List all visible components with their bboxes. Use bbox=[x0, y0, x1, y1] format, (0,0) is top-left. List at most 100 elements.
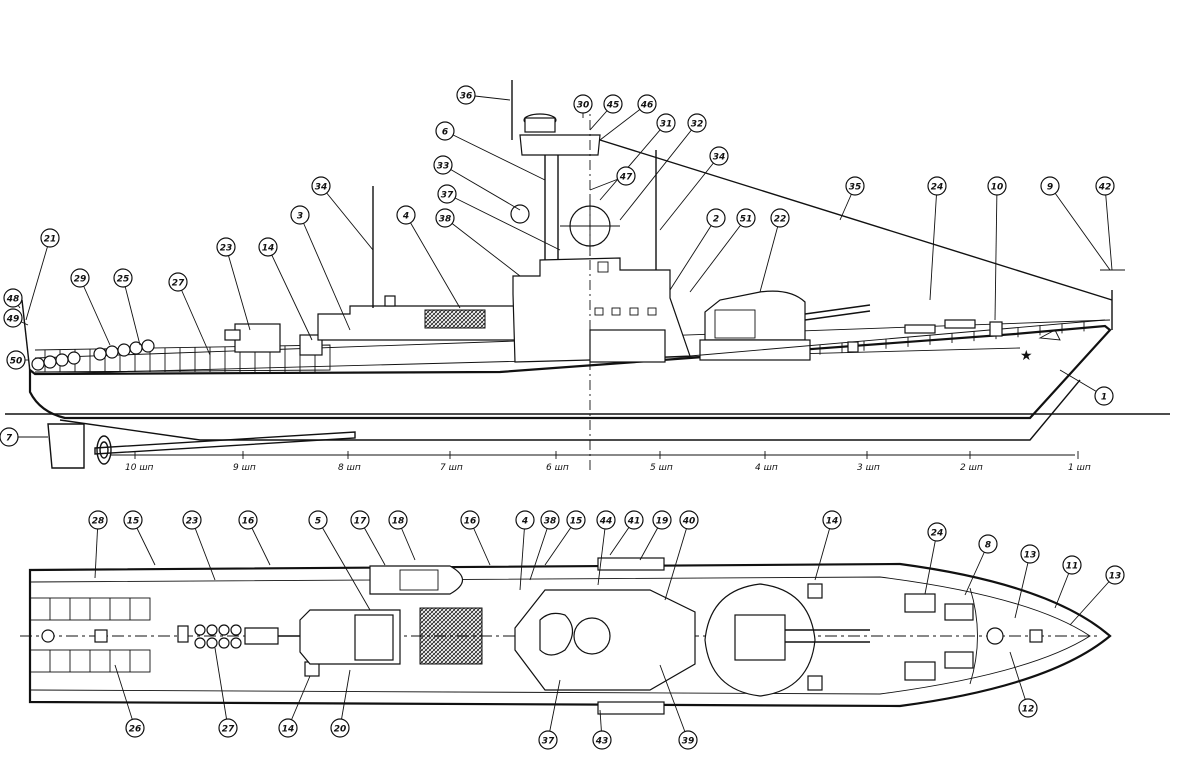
callout-number: 46 bbox=[640, 101, 654, 111]
deck-box bbox=[299, 334, 323, 356]
callout-number: 19 bbox=[656, 517, 669, 527]
callout-number: 44 bbox=[599, 517, 613, 527]
plan-view bbox=[20, 557, 1112, 715]
frame-label: 9 шп bbox=[233, 463, 256, 473]
callout: 51 bbox=[689, 208, 756, 293]
callout: 21 bbox=[25, 228, 60, 321]
callout-number: 10 bbox=[991, 183, 1004, 193]
callout: 1 bbox=[1059, 369, 1114, 406]
callout: 23 bbox=[182, 510, 216, 581]
callout: 34 bbox=[659, 146, 729, 231]
callout-number: 17 bbox=[354, 517, 367, 527]
aft-mount-plan bbox=[177, 625, 189, 643]
callout: 40 bbox=[664, 510, 699, 601]
callout-circle bbox=[6, 350, 26, 370]
callout: 41 bbox=[609, 510, 644, 556]
callout: 31 bbox=[599, 113, 676, 201]
callout-circle bbox=[679, 510, 699, 530]
callout-number: 2 bbox=[713, 215, 719, 225]
callout-circle bbox=[927, 176, 947, 196]
callout: 44 bbox=[596, 510, 616, 586]
callout-number: 14 bbox=[826, 517, 839, 527]
callout-circle bbox=[596, 510, 616, 530]
callout: 23 bbox=[216, 237, 251, 331]
callout-circle bbox=[624, 510, 644, 530]
callout-number: 28 bbox=[92, 517, 105, 527]
turret-top-plan bbox=[734, 614, 786, 661]
callout-number: 12 bbox=[1022, 705, 1035, 715]
callout: 6 bbox=[435, 121, 546, 181]
navigation-radar bbox=[510, 204, 530, 224]
callout: 13 bbox=[1069, 565, 1125, 626]
callout: 10 bbox=[987, 176, 1007, 321]
callout-number: 27 bbox=[172, 279, 185, 289]
callout-number: 35 bbox=[849, 183, 862, 193]
aft-rail bbox=[34, 344, 331, 373]
mast-platform bbox=[519, 134, 601, 156]
callout-circle bbox=[435, 121, 455, 141]
underwater-hull bbox=[59, 379, 1081, 441]
callout: 13 bbox=[1014, 544, 1040, 619]
callout-number: 43 bbox=[595, 737, 609, 747]
callout-circle bbox=[637, 94, 657, 114]
callout-circle bbox=[1040, 176, 1060, 196]
callout-number: 4 bbox=[521, 517, 528, 527]
callout-circle bbox=[687, 113, 707, 133]
callout: 46 bbox=[599, 94, 657, 141]
bow-hatch bbox=[1029, 629, 1043, 643]
breakwater-8 bbox=[969, 587, 978, 685]
callout: 48 bbox=[3, 288, 23, 309]
frame-label: 8 шп bbox=[338, 463, 361, 473]
callout-circle bbox=[278, 718, 298, 738]
callout-number: 26 bbox=[129, 725, 142, 735]
callout-circle bbox=[113, 268, 133, 288]
callout-number: 38 bbox=[544, 517, 557, 527]
windlass bbox=[989, 321, 1003, 337]
callout-number: 18 bbox=[392, 517, 405, 527]
callout-number: 15 bbox=[570, 517, 583, 527]
callout-number: 16 bbox=[464, 517, 477, 527]
callout-number: 13 bbox=[1024, 551, 1037, 561]
frame-label: 5 шп bbox=[650, 463, 673, 473]
callout: 20 bbox=[330, 669, 351, 738]
callout: 12 bbox=[1009, 651, 1038, 718]
callout-circle bbox=[123, 510, 143, 530]
callout-number: 49 bbox=[6, 315, 20, 325]
callout-number: 31 bbox=[660, 120, 673, 130]
torpedo-rack-2 bbox=[944, 319, 976, 329]
stern-flagstaff bbox=[21, 299, 31, 373]
hull-side bbox=[28, 324, 1112, 420]
deck-box-14b bbox=[807, 675, 823, 691]
star-emblem: ★ bbox=[1020, 348, 1033, 364]
callout-number: 48 bbox=[6, 295, 20, 305]
callout-circle bbox=[311, 176, 331, 196]
callout-circle bbox=[456, 85, 476, 105]
callout-number: 24 bbox=[931, 183, 944, 193]
callout: 16 bbox=[238, 510, 271, 566]
callout: 14 bbox=[258, 237, 313, 341]
callout-circle bbox=[1105, 565, 1125, 585]
callout-circle bbox=[822, 510, 842, 530]
callout-number: 8 bbox=[985, 541, 991, 551]
callout-circle bbox=[460, 510, 480, 530]
anchor bbox=[1038, 329, 1061, 341]
boat-cabin bbox=[399, 569, 439, 591]
callout: 47 bbox=[589, 166, 636, 191]
callout-number: 37 bbox=[441, 191, 454, 201]
callout: 38 bbox=[529, 510, 560, 581]
callout: 45 bbox=[589, 94, 623, 131]
callout-circle bbox=[238, 510, 258, 530]
stern-bollard bbox=[41, 629, 55, 643]
callout: 27 bbox=[168, 272, 211, 356]
callout-circle bbox=[709, 146, 729, 166]
callout-number: 29 bbox=[74, 275, 87, 285]
callout-circle bbox=[258, 237, 278, 257]
callout: 36 bbox=[456, 85, 511, 105]
callout-circle bbox=[538, 730, 558, 750]
callout-number: 45 bbox=[606, 101, 620, 111]
callout-number: 50 bbox=[10, 357, 23, 367]
callout-circle bbox=[3, 308, 23, 328]
callout-number: 27 bbox=[222, 725, 235, 735]
